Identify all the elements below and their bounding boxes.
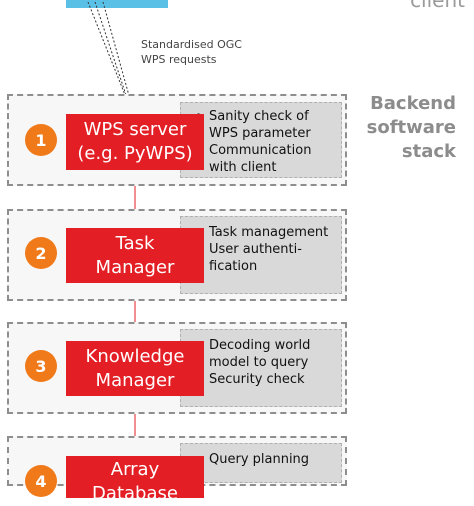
layer-4-bullet-1: Query planning bbox=[181, 451, 341, 468]
task-manager-module: Task Manager bbox=[66, 228, 204, 283]
layer-3-module-line2: Manager bbox=[95, 369, 175, 391]
step-number-3: 3 bbox=[25, 350, 57, 382]
requests-label: Standardised OGC WPS requests bbox=[141, 37, 242, 67]
layer-3-module-line1: Knowledge bbox=[85, 345, 185, 367]
backend-label-line1: Backend bbox=[370, 93, 456, 114]
layer-2-bullet-1: Task management bbox=[181, 224, 341, 241]
request-arrow-3 bbox=[102, 1, 134, 111]
client-box bbox=[66, 0, 168, 8]
knowledge-manager-module: Knowledge Manager bbox=[66, 341, 204, 396]
array-database-module: Array Database bbox=[66, 456, 204, 504]
request-arrow-1 bbox=[87, 1, 134, 114]
layer-3-bullet-2: Security check bbox=[181, 371, 341, 388]
step-number-4: 4 bbox=[25, 465, 57, 497]
layer-3-bullet-1: Decoding world model to query bbox=[181, 337, 341, 371]
backend-label-line2: software bbox=[366, 117, 456, 138]
requests-label-line1: Standardised OGC bbox=[141, 38, 242, 51]
backend-stack-label: Backend software stack bbox=[350, 92, 456, 164]
layer-2-module-line1: Task bbox=[115, 232, 155, 254]
layer-3-description: Decoding world model to query Security c… bbox=[180, 329, 342, 407]
layer-4-description: Query planning bbox=[180, 443, 342, 483]
layer-1-bullet-2: Communication with client bbox=[181, 142, 341, 176]
layer-4-module-line1: Array Database bbox=[92, 459, 178, 504]
layer-2-bullet-2: User authenti-fication bbox=[181, 241, 341, 275]
layer-2-description: Task management User authenti-fication bbox=[180, 216, 342, 294]
layer-2-module-line2: Manager bbox=[95, 256, 175, 278]
layer-1-module-line1: WPS server bbox=[83, 119, 187, 140]
backend-label-line3: stack bbox=[401, 141, 456, 162]
step-number-2: 2 bbox=[25, 237, 57, 269]
request-arrows bbox=[87, 1, 134, 114]
wps-server-module: WPS server (e.g. PyWPS) bbox=[66, 114, 204, 170]
client-label: client bbox=[410, 0, 465, 12]
step-number-1: 1 bbox=[25, 124, 57, 156]
layer-1-description: Sanity check of WPS parameter Communicat… bbox=[180, 102, 342, 178]
requests-label-line2: WPS requests bbox=[141, 53, 217, 66]
layer-1-module-line2: (e.g. PyWPS) bbox=[77, 143, 193, 164]
request-arrow-2 bbox=[94, 1, 132, 111]
layer-1-bullet-1: Sanity check of WPS parameter bbox=[181, 108, 341, 142]
